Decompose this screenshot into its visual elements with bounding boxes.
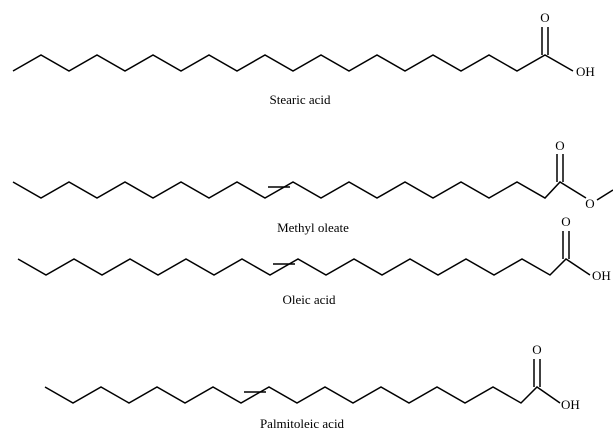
methyl-oleate-label: Methyl oleate [277, 220, 349, 235]
palmitoleic-acid-carbon-chain [44, 386, 561, 404]
palmitoleic-acid-carbonyl-oxygen: O [532, 342, 541, 357]
stearic-acid-hydroxyl-group: OH [576, 64, 595, 79]
oleic-acid-carbonyl-oxygen: O [561, 214, 570, 229]
methyl-oleate-ester-oxygen: O [585, 196, 594, 211]
stearic-acid-label: Stearic acid [270, 92, 331, 107]
methyl-oleate-methyl-bond [596, 189, 613, 201]
molecule-oleic-acid: O OH Oleic acid [17, 214, 611, 307]
oleic-acid-hydroxyl-group: OH [592, 268, 611, 283]
molecule-methyl-oleate: O O Methyl oleate [12, 138, 613, 235]
molecule-palmitoleic-acid: O OH Palmitoleic acid [44, 342, 580, 431]
stearic-acid-carbon-chain [12, 54, 574, 72]
palmitoleic-acid-hydroxyl-group: OH [561, 397, 580, 412]
oleic-acid-label: Oleic acid [282, 292, 336, 307]
methyl-oleate-carbonyl-oxygen: O [555, 138, 564, 153]
stearic-acid-carbonyl-oxygen: O [540, 10, 549, 25]
methyl-oleate-carbon-chain [12, 181, 587, 199]
oleic-acid-carbon-chain [17, 258, 591, 276]
palmitoleic-acid-label: Palmitoleic acid [260, 416, 345, 431]
molecule-stearic-acid: O OH Stearic acid [12, 10, 595, 107]
